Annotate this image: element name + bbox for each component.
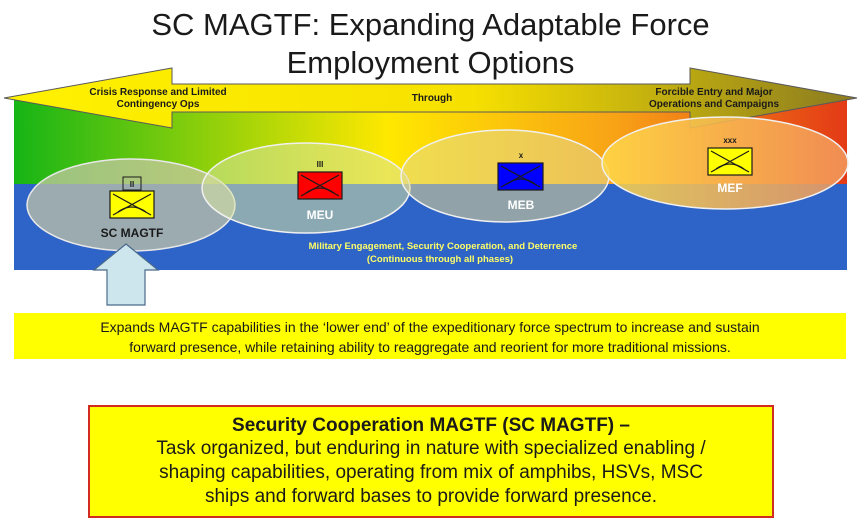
up-arrow — [92, 243, 160, 306]
arrow-right-label-1: Forcible Entry and Major — [655, 87, 772, 98]
definition-line-3: ships and forward bases to provide forwa… — [204, 486, 658, 507]
callout-box: Expands MAGTF capabilities in the ‘lower… — [14, 313, 846, 359]
definition-box: Security Cooperation MAGTF (SC MAGTF) – … — [88, 405, 774, 518]
unit-symbol-sc-magtf: II SC MAGTF — [101, 176, 164, 240]
title-line-1: SC MAGTF: Expanding Adaptable Force — [151, 7, 710, 42]
spectrum-arrow — [3, 67, 858, 129]
title-line-2: Employment Options — [286, 45, 575, 80]
definition-title-row: Security Cooperation MAGTF (SC MAGTF) – — [90, 414, 772, 437]
engagement-label-1: Military Engagement, Security Cooperatio… — [309, 241, 578, 252]
arrow-left-label-2: Contingency Ops — [117, 99, 200, 110]
arrow-center-label: Through — [412, 93, 453, 104]
unit-symbol-mef: XXX MEF — [707, 136, 753, 195]
callout-line-1: Expands MAGTF capabilities in the ‘lower… — [100, 319, 760, 335]
unit-name-mef: MEF — [717, 181, 742, 195]
echelon-label-meu: III — [317, 160, 324, 169]
arrow-left-label-1: Crisis Response and Limited — [89, 87, 226, 98]
echelon-label-meb: X — [519, 151, 524, 160]
echelon-label-sc-magtf: II — [130, 180, 134, 189]
arrow-right-label-2: Operations and Campaigns — [649, 99, 779, 110]
callout-line-2: forward presence, while retaining abilit… — [129, 339, 731, 355]
unit-name-sc-magtf: SC MAGTF — [101, 226, 164, 240]
echelon-label-mef: XXX — [723, 136, 737, 145]
definition-title: Security Cooperation MAGTF (SC MAGTF) — [232, 415, 615, 436]
unit-symbol-meb: X MEB — [497, 151, 544, 212]
engagement-label-2: (Continuous through all phases) — [367, 254, 513, 265]
unit-name-meb: MEB — [508, 198, 535, 212]
definition-dash: – — [614, 415, 630, 436]
definition-line-1: Task organized, but enduring in nature w… — [156, 438, 706, 459]
unit-symbol-meu: III MEU — [297, 160, 343, 222]
unit-name-meu: MEU — [307, 208, 334, 222]
definition-line-2: shaping capabilities, operating from mix… — [159, 462, 703, 483]
